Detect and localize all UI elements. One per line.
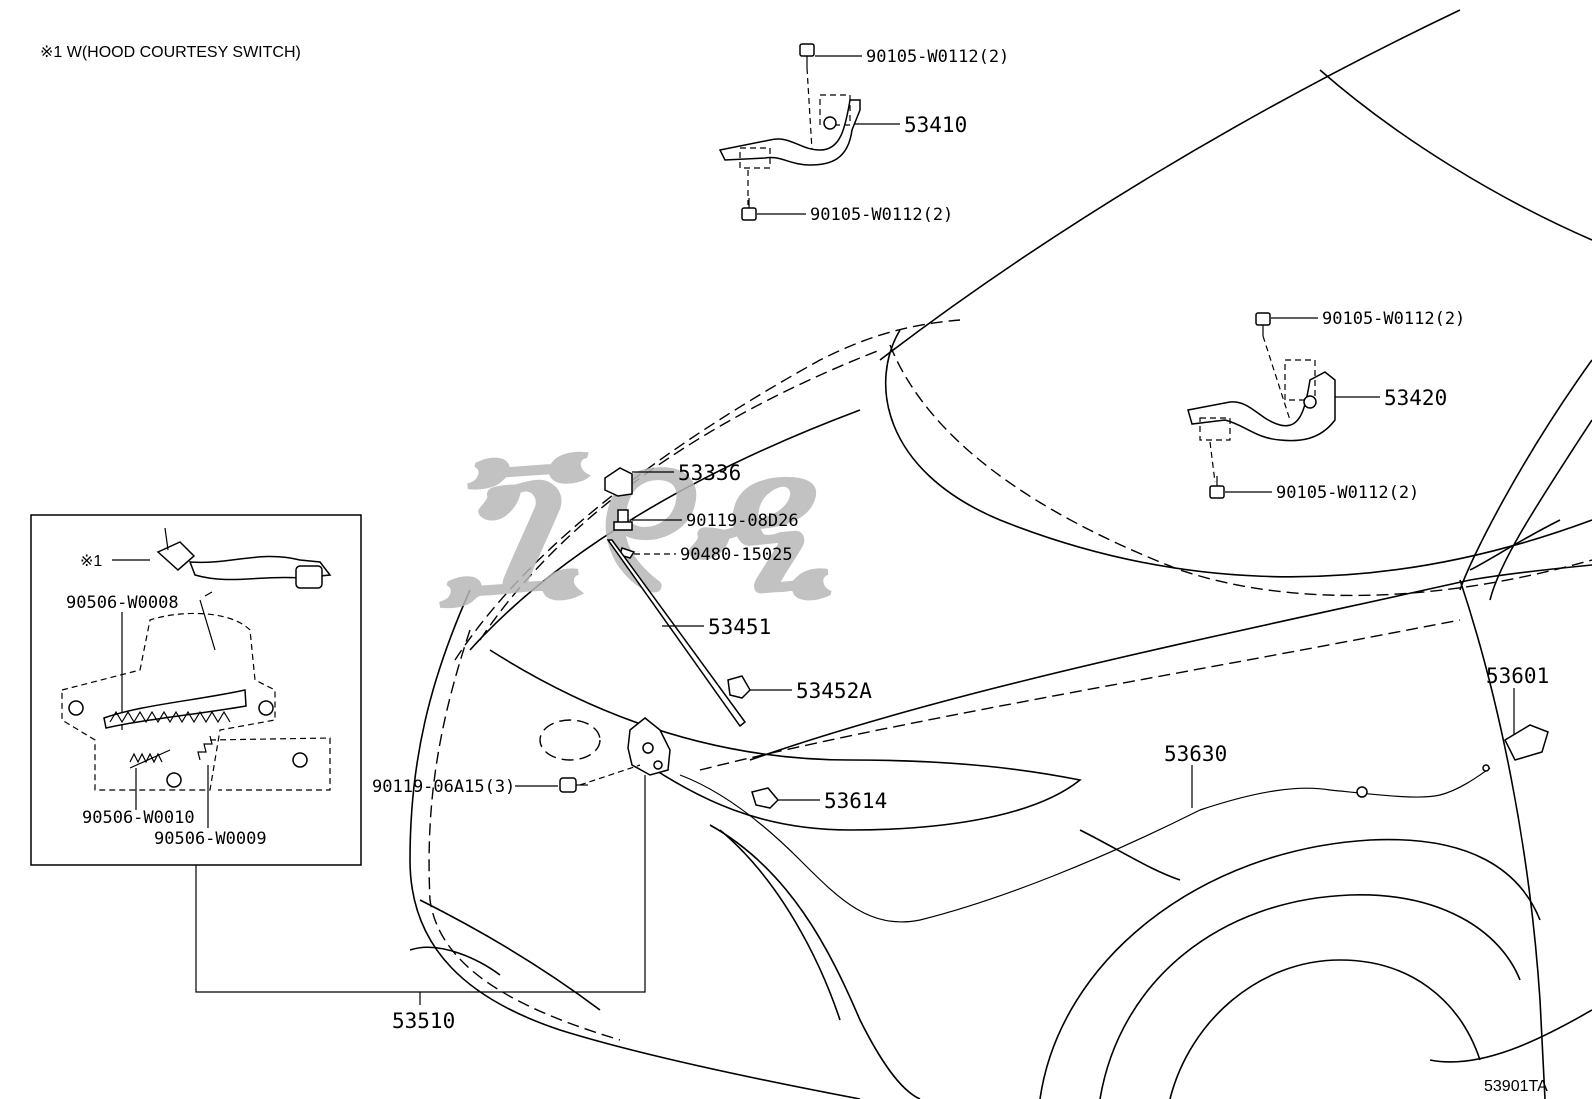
release-lever-icon <box>1504 724 1549 761</box>
part-label-53420: 53420 <box>1384 386 1447 410</box>
hood-hinge-right-group: 90105-W0112(2) 53420 90105-W0112(2) <box>1187 309 1465 503</box>
hood-lock-detail-inset: ※1 90506-W0008 90506-W0010 <box>30 514 362 866</box>
part-label-53630: 53630 <box>1164 742 1227 766</box>
part-label-53601: 53601 <box>1486 664 1549 688</box>
part-label-53614: 53614 <box>824 789 887 813</box>
part-label-53451: 53451 <box>708 615 771 639</box>
watermark-logo: ጟ୧ዲ <box>439 414 832 635</box>
part-label-90506-W0009: 90506-W0009 <box>154 829 267 849</box>
inset-switch-ref: ※1 <box>80 553 102 570</box>
part-label-53336: 53336 <box>678 461 741 485</box>
part-label-bolt-90105-bottom: 90105-W0112(2) <box>810 205 953 225</box>
courtesy-switch-note: ※1 W(HOOD COURTESY SWITCH) <box>40 44 301 61</box>
diagram-code: 53901TA <box>1484 1078 1548 1095</box>
part-label-bolt-90105-top: 90105-W0112(2) <box>866 47 1009 67</box>
part-label-90506-W0008: 90506-W0008 <box>66 593 179 613</box>
bolt-icon <box>741 198 757 221</box>
support-holder-icon <box>604 467 633 497</box>
part-label-53510: 53510 <box>392 1009 455 1033</box>
bolt-icon <box>1255 312 1271 336</box>
part-label-90119-08D26: 90119-08D26 <box>686 511 799 531</box>
hood-support-rod-group: 53336 90119-08D26 90480-15025 53451 5345… <box>604 461 872 728</box>
hood-hinge-left-icon <box>718 99 861 166</box>
part-label-90506-W0010: 90506-W0010 <box>82 808 195 828</box>
part-label-53410: 53410 <box>904 113 967 137</box>
release-cable-group: 53614 53630 53601 <box>679 664 1549 923</box>
vehicle-body-outline <box>409 9 1592 1099</box>
part-label-90480-15025: 90480-15025 <box>680 545 793 565</box>
part-label-bolt-90105-bottom-r: 90105-W0112(2) <box>1276 483 1419 503</box>
part-label-53452A: 53452A <box>796 679 872 703</box>
hood-lock-group: 90119-06A15(3) 53510 <box>195 717 671 1033</box>
bolt-icon <box>1209 476 1225 499</box>
rod-clamp-icon <box>727 675 751 699</box>
cable-clamp-icon <box>751 787 780 809</box>
part-label-90119-06A15: 90119-06A15(3) <box>372 777 515 797</box>
hood-hinge-left-group: 90105-W0112(2) 53410 90105-W0112(2) <box>718 43 1009 225</box>
part-label-bolt-90105-top-r: 90105-W0112(2) <box>1322 309 1465 329</box>
release-cable-icon <box>679 767 1491 923</box>
support-rod-icon <box>606 539 747 728</box>
screw-icon <box>613 509 633 531</box>
bolt-icon <box>559 777 588 793</box>
bolt-icon <box>799 43 815 68</box>
courtesy-switch-icon <box>156 527 332 589</box>
fog-lamp-outline <box>539 719 601 761</box>
hood-lock-mechanism-icon <box>61 591 331 791</box>
hood-hinge-right-icon <box>1187 371 1336 442</box>
